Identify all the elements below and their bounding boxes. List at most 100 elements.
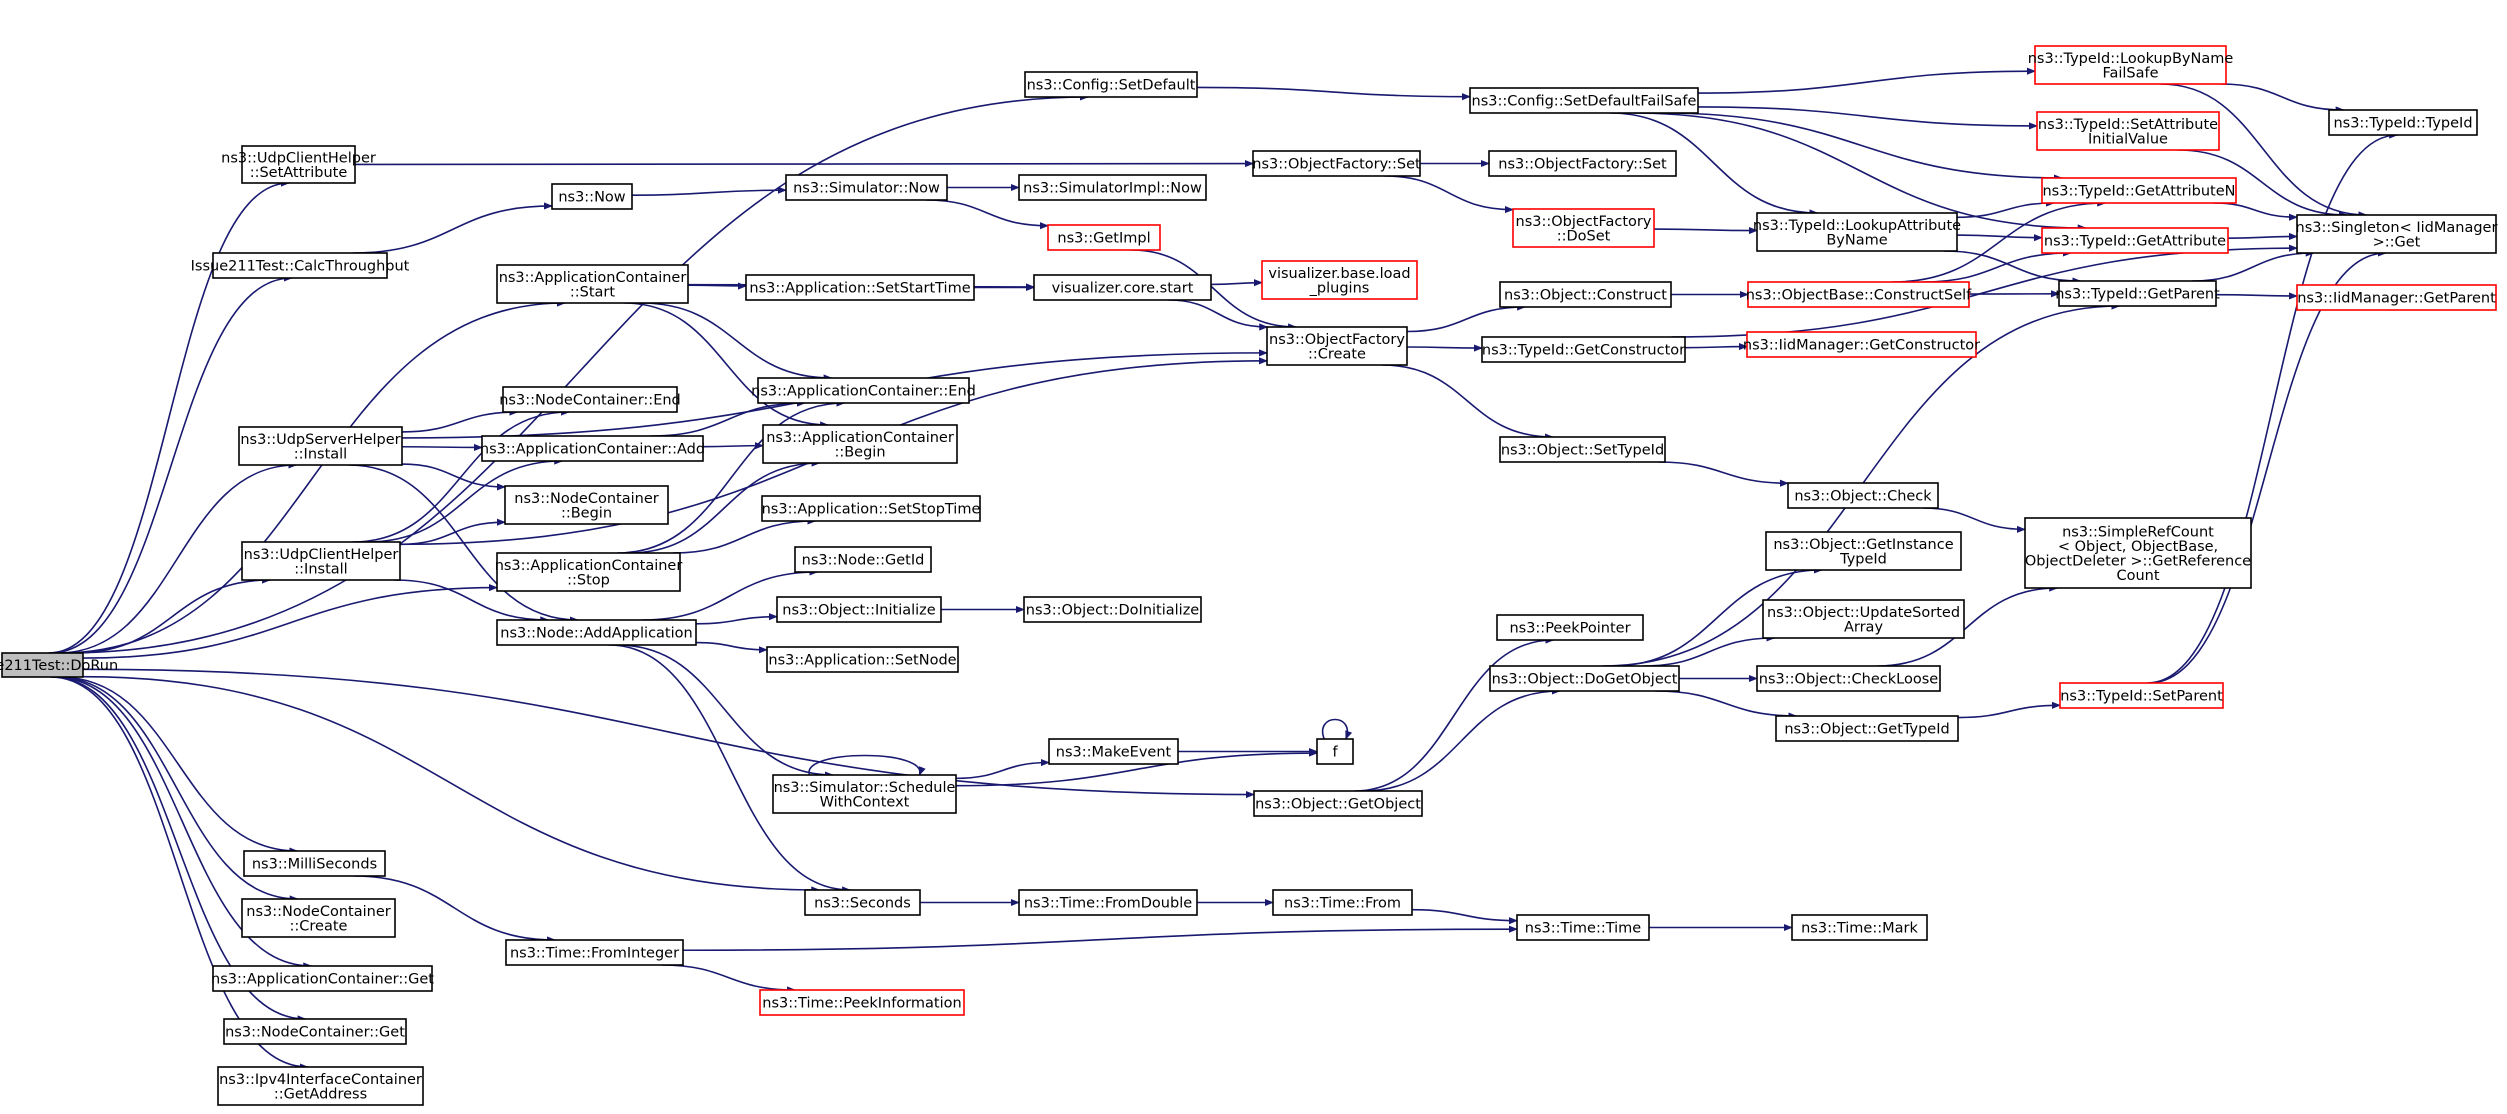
edge-typeid_setattrinitial-to-singleton_get [2177,149,2348,219]
node-object_dogetobject[interactable]: ns3::Object::DoGetObject [1489,665,1680,692]
node-time_fromdouble[interactable]: ns3::Time::FromDouble [1018,889,1198,916]
node-objfactory_create[interactable]: ns3::ObjectFactory::Create [1266,326,1408,366]
node-milliseconds[interactable]: ns3::MilliSeconds [243,850,386,877]
node-iidmanager_getconstructor[interactable]: ns3::IidManager::GetConstructor [1743,331,1980,358]
node-node_addapplication[interactable]: ns3::Node::AddApplication [496,619,697,646]
edge-dorun-to-nodecontainer_create [55,676,299,903]
node-config_setdefaultfailsafe[interactable]: ns3::Config::SetDefaultFailSafe [1469,87,1699,114]
node-time_mark[interactable]: ns3::Time::Mark [1791,914,1928,941]
node-box [2041,177,2237,204]
node-typeid_getattributen[interactable]: ns3::TypeId::GetAttributeN [2041,177,2237,204]
edge-typeid_lookupattrbyname-to-typeid_getparent [1943,250,2082,285]
edge-typeid_getattribute-to-singleton_get [2227,232,2298,241]
node-object_settypeid[interactable]: ns3::Object::SetTypeId [1499,436,1666,463]
node-singleton_get[interactable]: ns3::Singleton< IidManager >::Get [2296,214,2498,254]
node-time_frominteger[interactable]: ns3::Time::FromInteger [505,939,684,966]
node-getimpl[interactable]: ns3::GetImpl [1047,224,1161,251]
node-node_getid[interactable]: ns3::Node::GetId [794,546,932,573]
node-makeevent[interactable]: ns3::MakeEvent [1048,738,1179,765]
node-label: ns3::Seconds [814,896,911,912]
node-time_peekinformation[interactable]: ns3::Time::PeekInformation [759,989,965,1016]
node-appcontainer_end[interactable]: ns3::ApplicationContainer::End [751,377,976,404]
edge-typeid_setparent-to-singleton_get [2148,249,2387,684]
node-box [1,652,84,678]
node-box [1481,336,1686,363]
node-appcontainer_stop[interactable]: ns3::ApplicationContainer::Stop [495,552,683,592]
node-config_setdefault[interactable]: ns3::Config::SetDefault [1024,71,1198,98]
node-appcontainer_start[interactable]: ns3::ApplicationContainer::Start [496,264,689,304]
node-appcontainer_add[interactable]: ns3::ApplicationContainer::Add [480,435,705,462]
node-calcthroughput[interactable]: Issue211Test::CalcThroughput [191,252,410,279]
node-visualizer_base_load[interactable]: visualizer.base.load_plugins [1261,260,1418,300]
node-typeid_getconstructor[interactable]: ns3::TypeId::GetConstructor [1481,336,1686,363]
node-simimpl_now[interactable]: ns3::SimulatorImpl::Now [1018,174,1207,201]
node-peekpointer[interactable]: ns3::PeekPointer [1496,614,1644,641]
node-dorun[interactable]: Issue211Test::DoRun [0,652,118,678]
node-objfactory_set[interactable]: ns3::ObjectFactory::Set [1252,150,1421,177]
node-object_initialize[interactable]: ns3::Object::Initialize [776,596,942,623]
node-objectbase_constructself[interactable]: ns3::ObjectBase::ConstructSelf [1746,281,1972,308]
node-label: ns3::Time::Mark [1801,921,1918,937]
node-box [794,546,932,573]
node-typeid_setparent[interactable]: ns3::TypeId::SetParent [2059,682,2224,709]
node-f[interactable]: f [1316,738,1354,765]
node-objfactory_doset[interactable]: ns3::ObjectFactory::DoSet [1512,208,1655,248]
node-udpclient_setattr[interactable]: ns3::UdpClientHelper::SetAttribute [221,145,376,184]
node-label: ns3::ObjectFactory [1516,214,1652,230]
node-box [2296,284,2497,311]
node-time_time[interactable]: ns3::Time::Time [1516,914,1650,941]
node-object_construct[interactable]: ns3::Object::Construct [1499,281,1672,308]
edge-dorun-to-udpclient_setattr [48,179,290,654]
node-nodecontainer_begin[interactable]: ns3::NodeContainer::Begin [504,485,669,525]
node-label: ns3::NodeContainer [514,491,658,507]
node-object_getobject[interactable]: ns3::Object::GetObject [1253,790,1423,817]
node-object_checkloose[interactable]: ns3::Object::CheckLoose [1756,665,1941,692]
node-now[interactable]: ns3::Now [551,183,633,210]
node-time_from[interactable]: ns3::Time::From [1272,889,1413,916]
node-app_setstarttime[interactable]: ns3::Application::SetStartTime [745,274,975,301]
node-seconds[interactable]: ns3::Seconds [804,889,921,916]
edge-udpclient_install-to-appcontainer_add [366,457,564,543]
edge-objectbase_constructself-to-typeid_getattributen [1892,199,2107,283]
node-label: InitialValue [2088,131,2168,147]
node-nodecontainer_create[interactable]: ns3::NodeContainer::Create [241,898,396,938]
edge-appcontainer_start-to-appcontainer_end [640,302,833,382]
node-typeid_typeid[interactable]: ns3::TypeId::TypeId [2328,109,2478,136]
node-simplerefcount[interactable]: ns3::SimpleRefCount< Object, ObjectBase,… [2024,517,2252,589]
node-label: ::Install [294,446,347,462]
node-appcontainer_get[interactable]: ns3::ApplicationContainer::Get [211,965,434,992]
node-udpclient_install[interactable]: ns3::UdpClientHelper::Install [241,541,401,581]
node-iidmanager_getparent[interactable]: ns3::IidManager::GetParent [2296,284,2497,311]
node-objfactory_set2[interactable]: ns3::ObjectFactory::Set [1488,150,1677,177]
node-udpserver_install[interactable]: ns3::UdpServerHelper::Install [238,426,403,466]
node-visualizer_core_start[interactable]: visualizer.core.start [1033,274,1212,301]
node-appcontainer_begin[interactable]: ns3::ApplicationContainer::Begin [762,424,958,464]
node-typeid_getparent[interactable]: ns3::TypeId::GetParent [2055,280,2220,307]
node-box [1791,914,1928,941]
node-label: ns3::Application::SetStartTime [749,281,970,297]
edge-config_setdefault-to-config_setdefaultfailsafe [1196,86,1471,101]
node-simulator_now[interactable]: ns3::Simulator::Now [785,174,948,201]
node-label: ns3::Object::Check [1794,489,1932,505]
node-ipv4_getaddress[interactable]: ns3::Ipv4InterfaceContainer::GetAddress [217,1066,424,1106]
node-label: ns3::Time::FromInteger [510,946,679,962]
node-nodecontainer_end[interactable]: ns3::NodeContainer::End [499,386,681,413]
node-object_check[interactable]: ns3::Object::Check [1787,482,1939,509]
node-object_doinitialize[interactable]: ns3::Object::DoInitialize [1023,596,1202,623]
node-app_setstoptime[interactable]: ns3::Application::SetStopTime [761,495,981,522]
node-app_setnode[interactable]: ns3::Application::SetNode [766,646,959,673]
node-object_gettypeid[interactable]: ns3::Object::GetTypeId [1775,715,1959,742]
edge-typeid_getconstructor-to-iidmanager_getconstructor [1684,342,1748,351]
node-label: ns3::Object::DoInitialize [1026,603,1200,619]
node-box [1024,71,1198,98]
edge-dorun-to-object_getobject [82,668,1255,799]
node-nodecontainer_get[interactable]: ns3::NodeContainer::Get [223,1018,407,1045]
node-typeid_getattribute[interactable]: ns3::TypeId::GetAttribute [2041,227,2229,254]
